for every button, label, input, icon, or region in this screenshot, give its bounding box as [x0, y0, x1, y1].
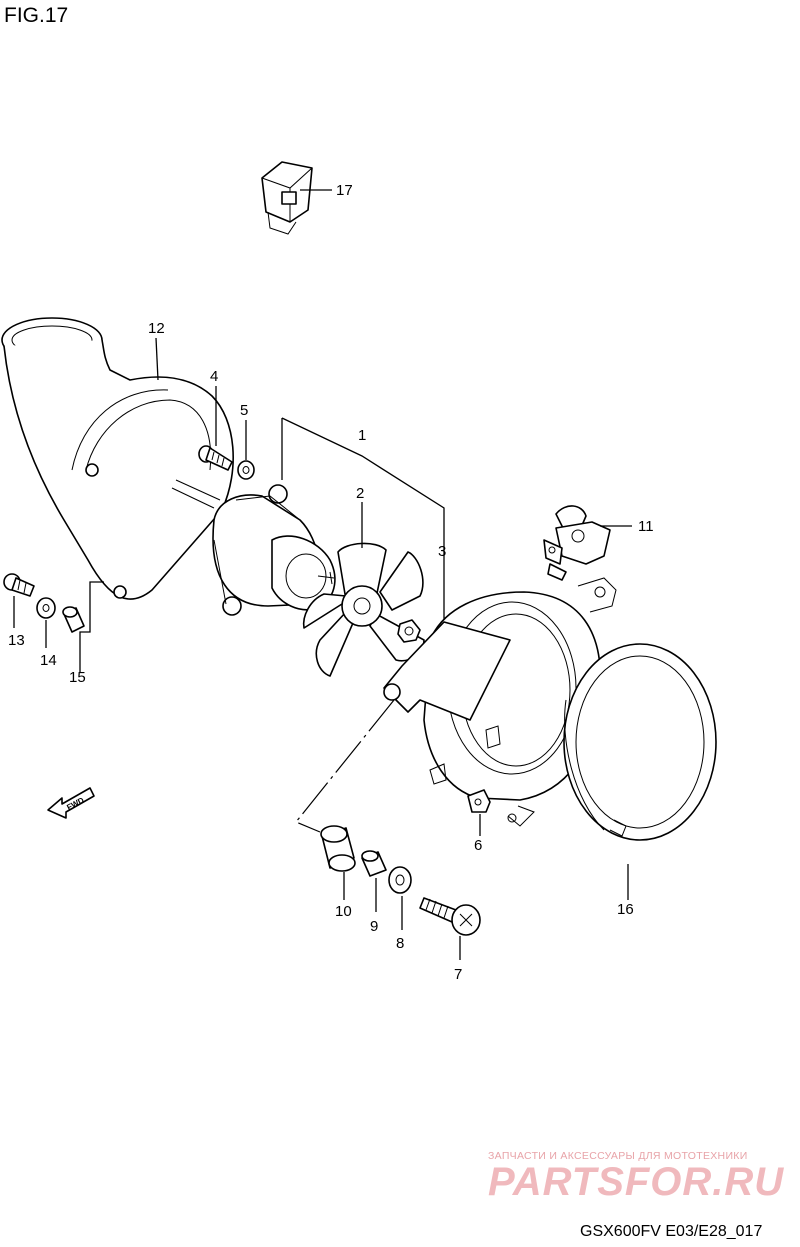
callout-5: 5: [240, 402, 248, 419]
part-11-thermo-switch[interactable]: [543, 505, 611, 581]
alignment-line: [295, 699, 395, 833]
part-1-fan-motor[interactable]: [212, 484, 336, 616]
callout-16: 16: [617, 901, 634, 918]
callout-6: 6: [474, 837, 482, 854]
callout-1: 1: [358, 427, 366, 444]
part-7-bolt[interactable]: [419, 897, 481, 936]
leader-15: [79, 581, 104, 672]
diagram-code: GSX600FV E03/E28_017: [580, 1223, 762, 1240]
part-13-bolt[interactable]: [3, 573, 35, 597]
part-17-relay[interactable]: [261, 161, 313, 235]
part-5-washer[interactable]: [237, 460, 255, 480]
part-14-washer[interactable]: [36, 597, 56, 619]
figure-title: FIG.17: [4, 4, 68, 27]
part-4-screw[interactable]: [198, 445, 233, 471]
leader-1-bracket: [281, 417, 445, 628]
fwd-arrow-icon: FWD: [47, 787, 95, 819]
callout-10: 10: [335, 903, 352, 920]
part-12-air-duct[interactable]: [1, 317, 234, 600]
part-6-clip[interactable]: [467, 789, 491, 813]
callout-12: 12: [148, 320, 165, 337]
callout-8: 8: [396, 935, 404, 952]
watermark-logo: PARTSFOR.RU: [488, 1160, 784, 1204]
callout-11: 11: [638, 518, 654, 535]
callout-3: 3: [438, 543, 446, 560]
leader-12: [155, 337, 159, 381]
callout-13: 13: [8, 632, 25, 649]
part-16-fan-housing[interactable]: [383, 577, 717, 841]
part-9-collar[interactable]: [361, 850, 387, 877]
watermark-tagline: ЗАПЧАСТИ И АКСЕССУАРЫ ДЛЯ МОТОТЕХНИКИ: [488, 1150, 748, 1162]
part-15-collar[interactable]: [62, 606, 85, 633]
callout-15: 15: [69, 669, 86, 686]
part-8-washer[interactable]: [388, 866, 412, 894]
part-10-grommet[interactable]: [320, 825, 356, 872]
callout-7: 7: [454, 966, 462, 983]
callout-9: 9: [370, 918, 378, 935]
callout-2: 2: [356, 485, 364, 502]
part-3-nut[interactable]: [397, 619, 421, 643]
callout-14: 14: [40, 652, 57, 669]
part-2-fan-blade[interactable]: [302, 542, 425, 677]
callout-17: 17: [336, 182, 353, 199]
callout-4: 4: [210, 368, 218, 385]
